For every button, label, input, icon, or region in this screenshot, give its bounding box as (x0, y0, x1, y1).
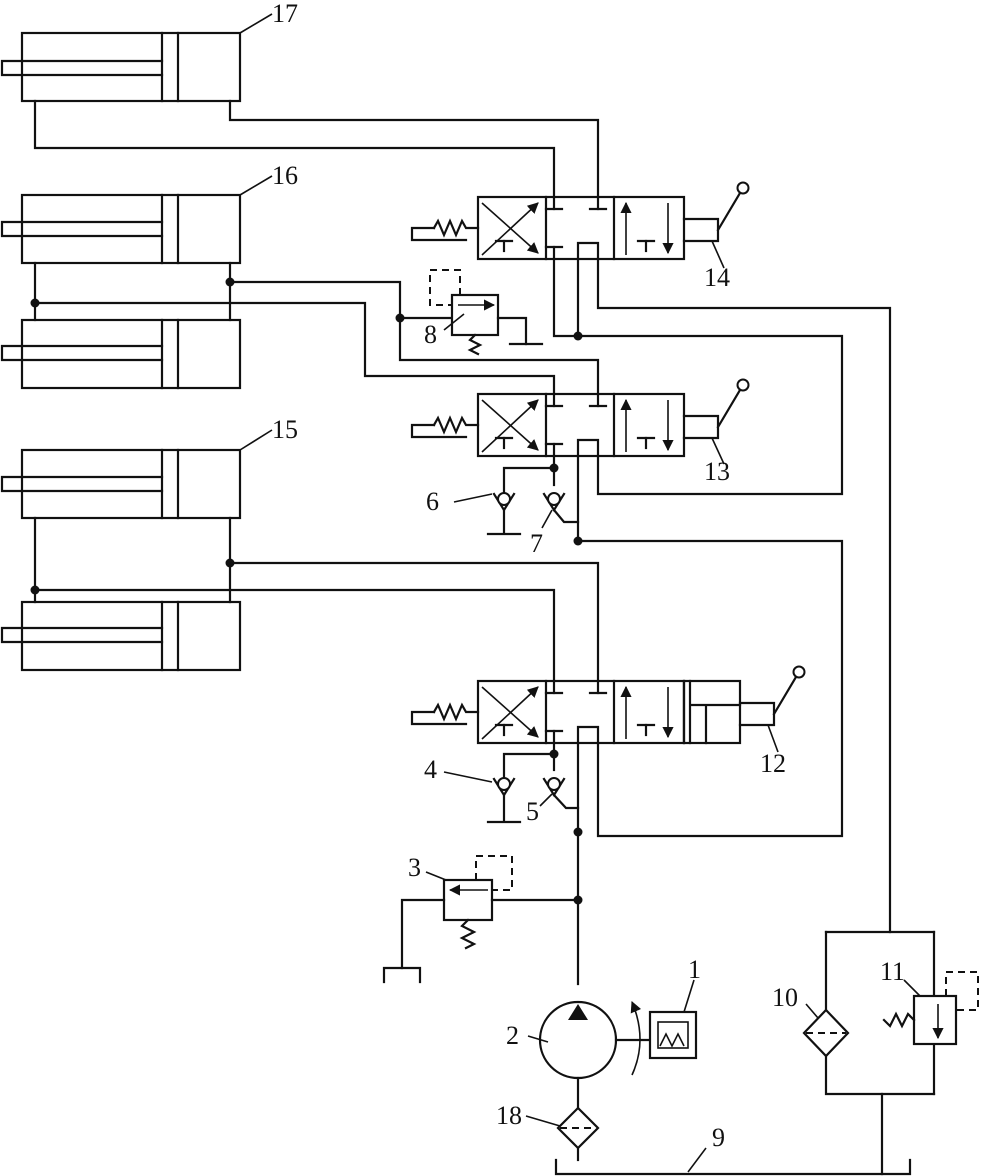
relief-valve-8 (429, 269, 544, 356)
label-12: 12 (760, 749, 786, 778)
bypass-valve-11 (882, 971, 979, 1046)
relief-valve-3 (382, 855, 580, 984)
label-6: 6 (426, 487, 439, 516)
label-10: 10 (772, 983, 798, 1012)
leader-lines (239, 13, 921, 1173)
pipes-cylinder-17 (33, 99, 600, 199)
pump-2 (538, 1000, 652, 1110)
label-3: 3 (408, 853, 421, 882)
label-15: 15 (272, 415, 298, 444)
cylinder-16-upper (0, 193, 242, 265)
label-17: 17 (272, 0, 298, 28)
directional-valve-13 (412, 378, 750, 457)
label-9: 9 (712, 1123, 725, 1152)
tank-9 (554, 1092, 912, 1176)
cylinder-15-lower (0, 600, 242, 672)
motor-1 (648, 1010, 698, 1060)
label-18: 18 (496, 1101, 522, 1130)
check-valve-7 (542, 466, 580, 524)
label-5: 5 (526, 797, 539, 826)
return-circuit (824, 930, 936, 1096)
label-13: 13 (704, 457, 730, 486)
cylinder-16-lower (0, 318, 242, 390)
check-valve-4 (486, 776, 522, 824)
label-1: 1 (688, 955, 701, 984)
directional-valve-14 (412, 181, 750, 260)
label-4: 4 (424, 755, 437, 784)
label-7: 7 (530, 529, 543, 558)
label-2: 2 (506, 1021, 519, 1050)
directional-valve-12 (412, 665, 806, 745)
label-14: 14 (704, 263, 730, 292)
cylinder-17 (0, 31, 242, 103)
return-filter-10 (802, 1008, 850, 1058)
suction-filter-18 (556, 1106, 600, 1162)
pipes-valve-interconnect (502, 257, 892, 986)
label-8: 8 (424, 320, 437, 349)
check-valve-6 (486, 491, 522, 536)
pipes-cylinder-16 (30, 261, 600, 396)
check-valve-5 (542, 752, 580, 810)
label-16: 16 (272, 161, 298, 190)
pipes-cylinder-15 (30, 516, 600, 683)
label-11: 11 (880, 957, 905, 986)
cylinder-15-upper (0, 448, 242, 520)
